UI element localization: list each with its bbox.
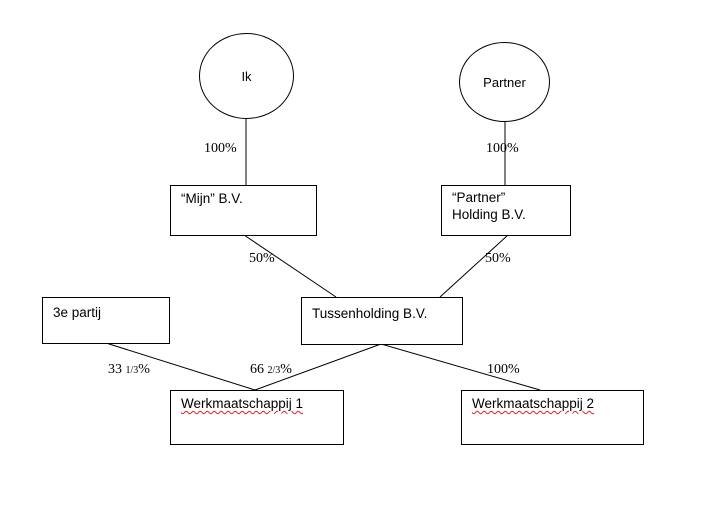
edge-label-whole: 66 <box>250 362 268 377</box>
node-werkmaatschappij-2-label: Werkmaatschappij 2 <box>472 396 595 411</box>
node-partner-holding-label-line-2: Holding B.V. <box>452 207 526 222</box>
edge-mijn-bv-tussenholding <box>243 234 337 298</box>
node-ik: Ik <box>199 33 294 119</box>
edge-label-fraction: 1/3 <box>125 365 139 376</box>
edge-label-partner-partner-holding: 100% <box>486 141 519 156</box>
edge-label-mijn-bv-tussenholding: 50% <box>249 251 275 266</box>
edge-label-fraction: 2/3 <box>267 365 281 376</box>
node-tussenholding: Tussenholding B.V. <box>301 297 463 345</box>
edge-label-ik-mijn-bv: 100% <box>204 141 237 156</box>
edge-label-tussenholding-werkmaatschappij-2: 100% <box>487 362 520 377</box>
edge-derde-partij-werkmaatschappij-1 <box>105 342 256 391</box>
edge-label-derde-partij-werkmaatschappij-1: 33 1/3% <box>108 362 150 379</box>
node-werkmaatschappij-1-label: Werkmaatschappij 1 <box>181 396 304 411</box>
node-werkmaatschappij-1: Werkmaatschappij 1 <box>170 390 344 445</box>
node-ik-label: Ik <box>241 68 252 84</box>
edge-label-suffix: % <box>280 362 292 377</box>
node-mijn-bv: “Mijn” B.V. <box>170 185 317 236</box>
edge-tussenholding-werkmaatschappij-1 <box>254 343 382 391</box>
edge-partner-holding-tussenholding <box>439 234 509 298</box>
node-partner-label: Partner <box>483 74 526 90</box>
node-partner-holding-label-line-1: “Partner” <box>452 190 506 205</box>
node-derde-partij: 3e partij <box>42 297 170 344</box>
node-tussenholding-label: Tussenholding B.V. <box>312 306 428 321</box>
edge-label-tussenholding-werkmaatschappij-1: 66 2/3% <box>250 362 292 379</box>
edge-label-partner-holding-tussenholding: 50% <box>485 251 511 266</box>
edge-label-whole: 33 <box>108 362 126 377</box>
node-partner: Partner <box>459 42 550 122</box>
edge-tussenholding-werkmaatschappij-2 <box>380 343 541 391</box>
node-partner-holding: “Partner” Holding B.V. <box>441 185 571 236</box>
edge-label-suffix: % <box>138 362 150 377</box>
node-werkmaatschappij-2: Werkmaatschappij 2 <box>461 390 644 445</box>
node-derde-partij-label: 3e partij <box>53 305 102 320</box>
node-mijn-bv-label: “Mijn” B.V. <box>181 191 243 206</box>
